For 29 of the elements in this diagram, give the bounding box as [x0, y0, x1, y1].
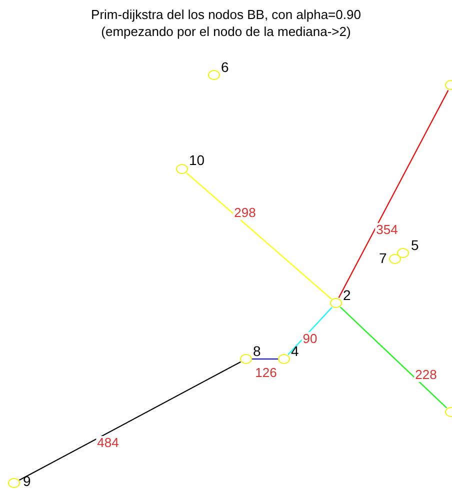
- edge-weight-label: 90: [302, 332, 318, 346]
- node-circle: [240, 354, 252, 364]
- edge-line: [19, 361, 241, 481]
- node-number: 6: [221, 60, 229, 75]
- edge-weight-label: 484: [96, 436, 120, 450]
- chart-title: Prim-dijkstra del los nodos BB, con alpha=0.90 (empezando por el nodo de la mediana->2): [90, 6, 362, 40]
- edge-line: [338, 90, 449, 298]
- node-number: 4: [291, 344, 299, 359]
- edge-line: [288, 307, 332, 355]
- node-circle: [278, 354, 290, 364]
- node-number: 9: [23, 474, 31, 489]
- node-circle: [330, 298, 342, 308]
- edge-line: [340, 306, 448, 408]
- node-number: 10: [189, 153, 205, 168]
- edge-weight-label: 298: [233, 206, 257, 220]
- node-number: 8: [253, 344, 261, 359]
- node-circle: [397, 248, 409, 258]
- edge-weight-label: 228: [414, 368, 438, 382]
- node-number: 7: [379, 251, 387, 266]
- edge-weight-label: 354: [375, 223, 399, 237]
- node-circle: [389, 254, 401, 264]
- node-number: 2: [343, 288, 351, 303]
- node-circle: [208, 70, 220, 80]
- edge-line: [186, 172, 332, 300]
- edge-weight-label: 126: [254, 366, 278, 380]
- edge-line: [252, 358, 278, 360]
- node-circle: [8, 478, 20, 488]
- node-circle: [176, 164, 188, 174]
- node-number: 5: [411, 238, 419, 253]
